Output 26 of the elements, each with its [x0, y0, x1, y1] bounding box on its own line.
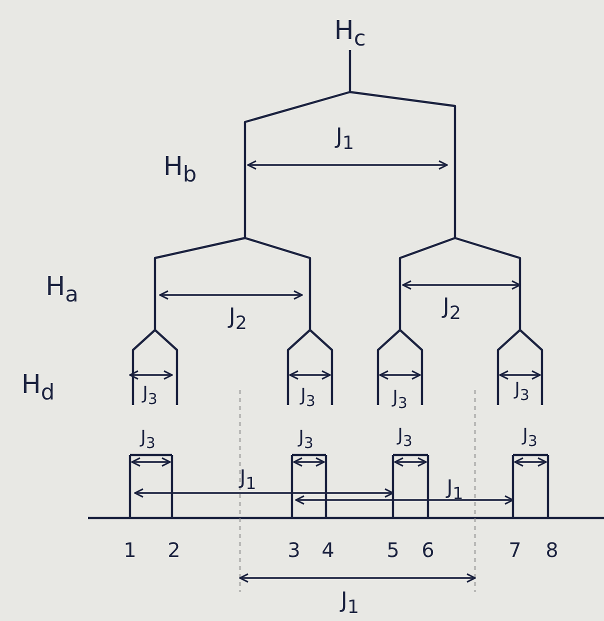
text-label: 5 — [386, 540, 400, 560]
text-label: J$_{3}$ — [514, 381, 530, 403]
text-label: J$_{3}$ — [142, 385, 158, 407]
text-label: 6 — [422, 540, 434, 560]
text-label: J$_{3}$ — [398, 427, 412, 449]
text-label: H$_{b}$ — [163, 154, 197, 186]
text-label: J$_{3}$ — [392, 389, 408, 411]
text-label: 3 — [288, 540, 300, 560]
text-label: J$_{1}$ — [240, 467, 256, 493]
text-label: H$_{a}$ — [46, 274, 78, 306]
text-label: 4 — [322, 540, 334, 560]
text-label: 7 — [508, 540, 522, 560]
text-label: J$_{1}$ — [446, 477, 464, 503]
text-label: 1 — [124, 540, 136, 560]
text-label: 8 — [546, 540, 558, 560]
text-label: H$_{c}$ — [334, 18, 366, 50]
text-label: H$_{d}$ — [21, 372, 55, 404]
text-label: J$_{1}$ — [340, 590, 360, 618]
text-label: J$_{3}$ — [300, 387, 316, 409]
text-label: J$_{2}$ — [228, 306, 248, 334]
text-label: J$_{1}$ — [336, 126, 354, 154]
text-label: 2 — [168, 540, 180, 560]
text-label: J$_{2}$ — [442, 296, 462, 324]
text-label: J$_{3}$ — [298, 429, 314, 451]
text-label: J$_{3}$ — [522, 427, 538, 449]
text-label: J$_{3}$ — [140, 429, 156, 451]
